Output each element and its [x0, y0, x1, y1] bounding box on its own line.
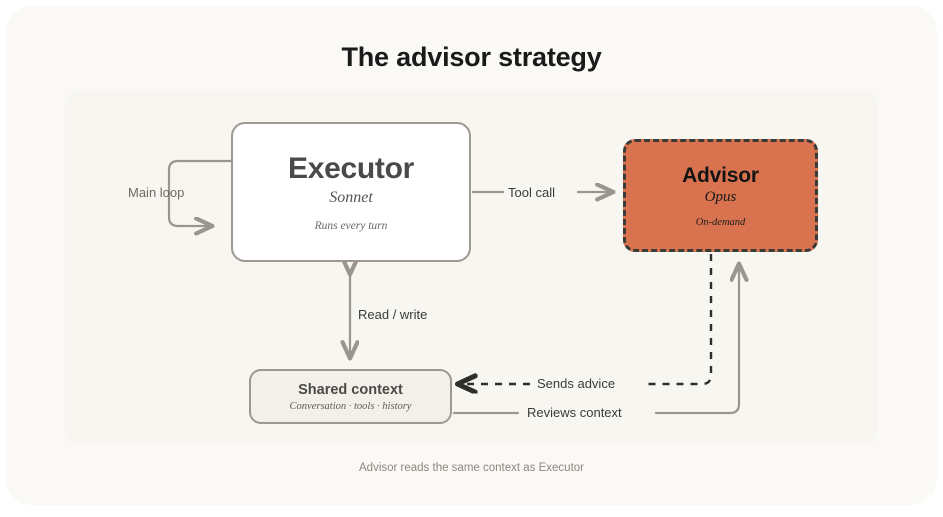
- node-advisor-note: On-demand: [695, 216, 746, 228]
- node-executor-title: Executor: [288, 152, 414, 185]
- edge-reviews-context: [452, 264, 739, 415]
- edge-main-loop: [167, 159, 233, 226]
- edge-label-tool-call: Tool call: [508, 185, 555, 200]
- node-advisor-subtitle: Opus: [704, 188, 737, 205]
- node-shared-context-subtitle: Conversation · tools · history: [289, 400, 412, 412]
- node-advisor-title: Advisor: [682, 163, 759, 187]
- edge-sends-advice: [458, 254, 713, 384]
- edge-label-read-write: Read / write: [358, 307, 428, 322]
- diagram-caption: Advisor reads the same context as Execut…: [359, 462, 584, 474]
- edge-layer: [167, 159, 943, 415]
- page-title: The advisor strategy: [341, 42, 602, 72]
- node-executor-subtitle: Sonnet: [329, 189, 373, 206]
- edge-label-reviews-context: Reviews context: [527, 405, 622, 420]
- diagram-card: The advisor strategy: [6, 6, 937, 505]
- node-shared-context[interactable]: Shared context Conversation · tools · hi…: [249, 369, 452, 424]
- node-executor-note: Runs every turn: [314, 220, 388, 232]
- edge-label-sends-advice: Sends advice: [537, 376, 616, 391]
- edge-label-main-loop: Main loop: [128, 185, 185, 200]
- node-shared-context-title: Shared context: [298, 381, 403, 398]
- node-executor[interactable]: Executor Sonnet Runs every turn: [231, 122, 471, 262]
- node-advisor[interactable]: Advisor Opus On-demand: [623, 139, 818, 252]
